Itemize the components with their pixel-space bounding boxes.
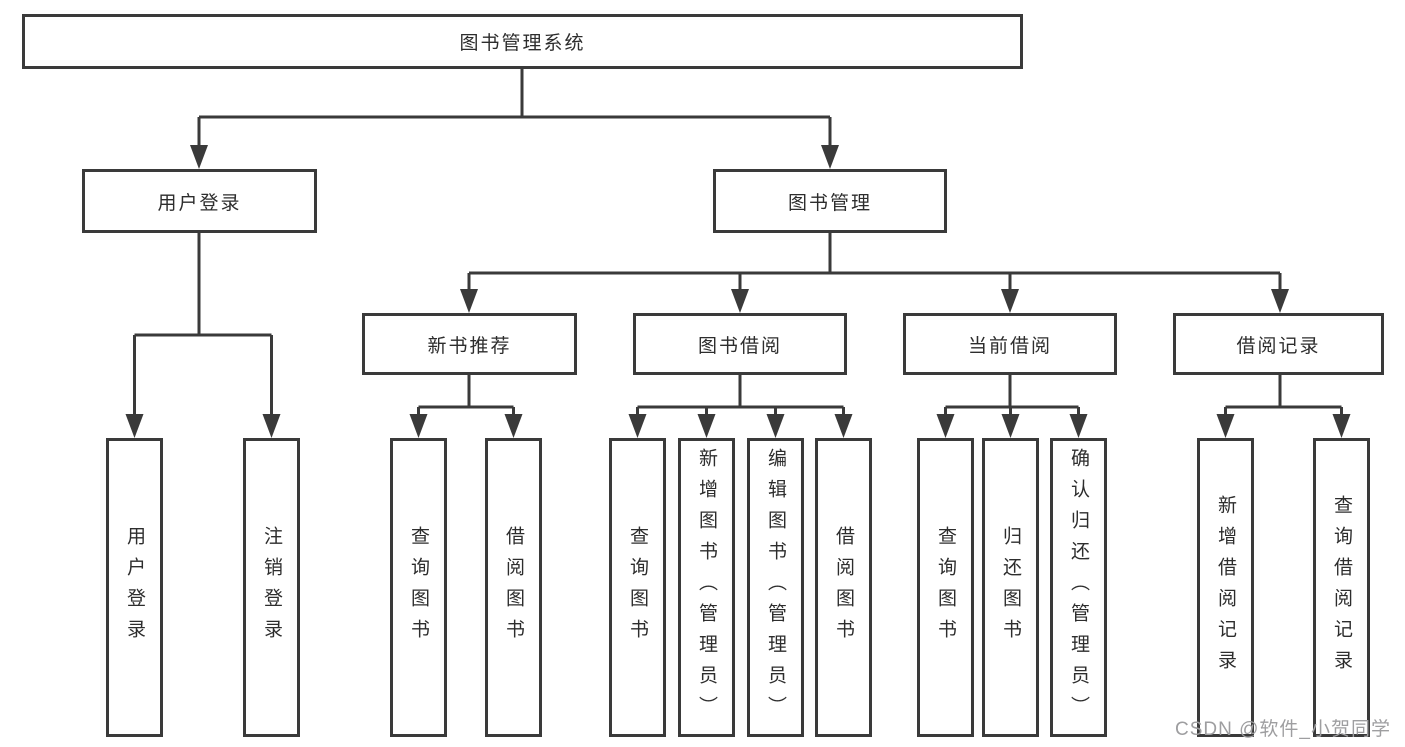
arrow-icon (628, 414, 647, 438)
node-book-management: 图书管理 (713, 169, 947, 233)
leaf-label: 借阅图书 (833, 525, 854, 650)
leaf-borrow-books-1: 借阅图书 (485, 438, 542, 737)
leaf-user-login: 用户登录 (106, 438, 163, 737)
leaf-label: 查询图书 (627, 525, 648, 650)
leaf-return-book: 归还图书 (982, 438, 1039, 737)
node-user-login: 用户登录 (82, 169, 317, 233)
leaf-logout: 注销登录 (243, 438, 300, 737)
leaf-query-books-2: 查询图书 (609, 438, 666, 737)
leaf-label: 查询借阅记录 (1331, 494, 1352, 681)
leaf-label: 查询图书 (408, 525, 429, 650)
leaf-label: 归还图书 (1000, 525, 1021, 650)
arrow-icon (190, 145, 208, 169)
node-root-system: 图书管理系统 (22, 14, 1023, 69)
arrow-icon (766, 414, 785, 438)
leaf-query-borrow-record: 查询借阅记录 (1313, 438, 1370, 737)
arrow-icon (460, 289, 478, 313)
leaf-add-book-admin: 新增图书（管理员） (678, 438, 735, 737)
node-new-book-recommendation: 新书推荐 (362, 313, 577, 375)
arrowheads (125, 145, 1351, 438)
leaf-edit-book-admin: 编辑图书（管理员） (747, 438, 804, 737)
leaf-label: 新增图书（管理员） (696, 448, 717, 727)
leaf-label: 借阅图书 (503, 525, 524, 650)
leaf-query-books-1: 查询图书 (390, 438, 447, 737)
arrow-icon (1332, 414, 1351, 438)
arrow-icon (409, 414, 428, 438)
arrow-icon (1069, 414, 1088, 438)
arrow-icon (1271, 289, 1289, 313)
arrow-icon (936, 414, 955, 438)
leaf-label: 查询图书 (935, 525, 956, 650)
connector-path (133, 69, 1343, 420)
arrow-icon (697, 414, 716, 438)
node-borrowing-records: 借阅记录 (1173, 313, 1384, 375)
arrow-icon (1001, 414, 1020, 438)
leaf-borrow-books-2: 借阅图书 (815, 438, 872, 737)
leaf-query-books-3: 查询图书 (917, 438, 974, 737)
arrow-icon (262, 414, 281, 438)
arrow-icon (834, 414, 853, 438)
node-book-borrowing: 图书借阅 (633, 313, 847, 375)
leaf-add-borrow-record: 新增借阅记录 (1197, 438, 1254, 737)
arrow-icon (125, 414, 144, 438)
arrow-icon (504, 414, 523, 438)
leaf-label: 用户登录 (124, 525, 145, 650)
csdn-watermark: CSDN @软件_小贺同学 (1175, 719, 1391, 740)
leaf-label: 注销登录 (261, 525, 282, 650)
leaf-confirm-return-admin: 确认归还（管理员） (1050, 438, 1107, 737)
arrow-icon (731, 289, 749, 313)
leaf-label: 确认归还（管理员） (1068, 448, 1089, 727)
leaf-label: 新增借阅记录 (1215, 494, 1236, 681)
arrow-icon (821, 145, 839, 169)
arrow-icon (1001, 289, 1019, 313)
node-current-borrowing: 当前借阅 (903, 313, 1117, 375)
leaf-label: 编辑图书（管理员） (765, 448, 786, 727)
arrow-icon (1216, 414, 1235, 438)
